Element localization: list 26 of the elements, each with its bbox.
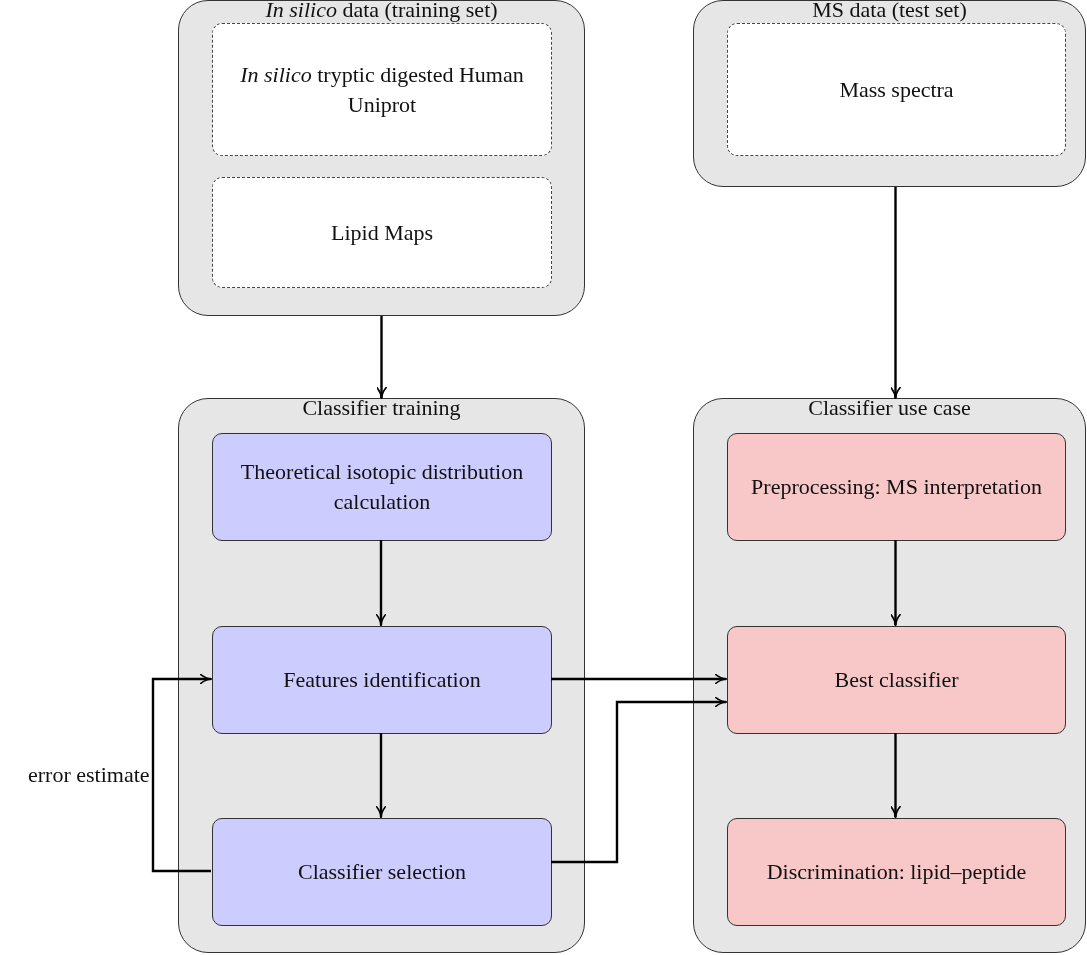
box-label: Discrimination: lipid–peptide	[765, 858, 1028, 886]
group-title: Classifier training	[301, 396, 462, 420]
group-title: Classifier use case	[807, 396, 972, 420]
box-label: Features identification	[282, 666, 482, 694]
group-panel	[178, 398, 585, 953]
box-label: Lipid Maps	[329, 218, 435, 247]
data-source-box	[727, 23, 1066, 156]
group-title: MS data (test set)	[811, 0, 968, 22]
process-box	[727, 626, 1066, 734]
group-panel	[693, 398, 1086, 953]
group-title: In silico data (training set)	[264, 0, 499, 22]
box-label: Theoretical isotopic distribution calculation	[239, 458, 525, 516]
group-panel	[178, 0, 585, 316]
process-box	[212, 626, 552, 734]
box-label: Mass spectra	[838, 75, 955, 104]
group-panel	[693, 0, 1086, 187]
process-box	[212, 433, 552, 541]
box-label: Classifier selection	[297, 858, 467, 886]
box-label: Preprocessing: MS interpretation	[750, 473, 1043, 501]
data-source-box	[212, 23, 552, 156]
data-source-box	[212, 177, 552, 288]
process-box	[727, 818, 1066, 926]
process-box	[727, 433, 1066, 541]
box-label: In silico tryptic digested Human Uniprot	[239, 60, 525, 119]
box-label: Best classifier	[833, 666, 960, 694]
process-box	[212, 818, 552, 926]
